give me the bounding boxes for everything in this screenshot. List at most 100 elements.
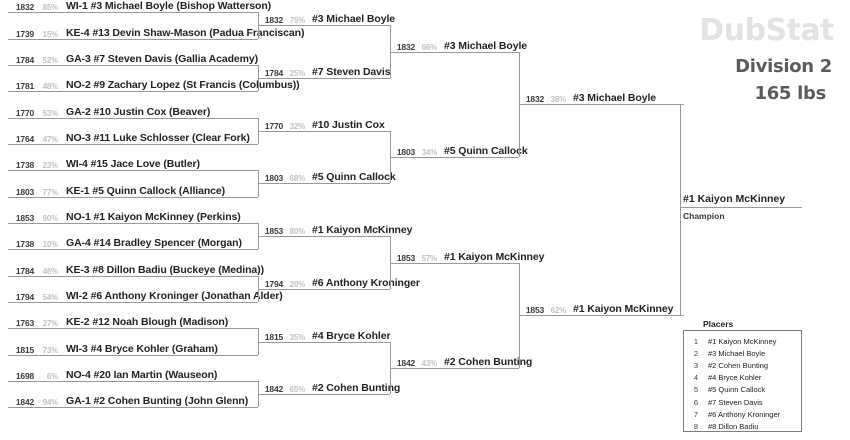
placer-name[interactable]: #5 Quinn Callock	[708, 385, 766, 395]
placer-row[interactable]: 3#2 Cohen Bunting	[684, 359, 801, 371]
wrestler-name[interactable]: #3 Michael Boyle	[573, 92, 657, 105]
slot-underline	[8, 38, 251, 40]
wrestler-name[interactable]: NO-1 #1 Kaiyon McKinney (Perkins)	[66, 211, 241, 223]
placer-position: 2	[693, 348, 699, 358]
wrestler-name[interactable]: WI-2 #6 Anthony Kroninger (Jonathan Alde…	[66, 290, 283, 303]
wrestler-name[interactable]: #1 Kaiyon McKinney	[444, 250, 545, 263]
slot-underline	[8, 117, 251, 119]
placer-row[interactable]: 8 #8 Dillon Badiu	[684, 420, 801, 432]
wrestler-name[interactable]: GA-2 #10 Justin Cox (Beaver)	[66, 105, 211, 118]
wrestler-name[interactable]: #1 Kaiyon McKinney	[312, 224, 413, 237]
wrestler-name[interactable]: KE-4 #13 Devin Shaw-Mason (Padua Francis…	[66, 26, 305, 39]
wrestler-name[interactable]: KE-3 #8 Dillon Badiu (Buckeye (Medina))	[66, 263, 264, 276]
placer-name[interactable]: #7 Steven Davis	[708, 397, 763, 407]
placer-position: 7	[693, 409, 699, 419]
wrestler-name[interactable]: #3 Michael Boyle	[312, 13, 396, 26]
wrestler-name[interactable]: #5 Quinn Callock	[312, 171, 396, 184]
placer-row[interactable]: 2 #3 Michael Boyle	[684, 347, 801, 359]
win-probability: 73%	[42, 345, 59, 355]
wrestler-name[interactable]: #4 Bryce Kohler	[312, 329, 391, 342]
placer-name[interactable]: #2 Cohen Bunting	[708, 360, 769, 370]
placer-name[interactable]: #6 Anthony Kroninger	[708, 409, 781, 419]
placer-name[interactable]: #1 Kaiyon McKinney	[708, 336, 777, 346]
connector-horizontal	[390, 51, 391, 53]
wrestler-name[interactable]: WI-4 #15 Jace Love (Butler)	[66, 158, 200, 171]
placer-name[interactable]: #8 Dillon Badiu	[708, 421, 759, 431]
connector-horizontal	[251, 407, 258, 409]
wrestler-name[interactable]: #10 Justin Cox	[312, 118, 385, 131]
placer-name[interactable]: #3 Michael Boyle	[708, 348, 766, 358]
slot-underline	[390, 262, 518, 264]
slot-underline	[8, 275, 251, 277]
wrestler-name[interactable]: #2 Cohen Bunting	[312, 382, 401, 395]
placer-row[interactable]: 7 #6 Anthony Kroninger	[684, 408, 801, 420]
wrestler-rating: 1842	[15, 397, 34, 408]
wrestler-name[interactable]: #1 Kaiyon McKinney	[573, 303, 674, 316]
wrestler-rating: 1739	[15, 28, 34, 39]
placer-position: 8	[693, 421, 699, 431]
wrestler-name[interactable]: GA-4 #14 Bradley Spencer (Morgan)	[66, 237, 242, 250]
wrestler-rating: 1853	[396, 252, 415, 263]
placer-row[interactable]: 4#4 Bryce Kohler	[684, 372, 801, 384]
wrestler-name[interactable]: NO-2 #9 Zachary Lopez (St Francis (Colum…	[66, 79, 300, 92]
wrestler-rating: 1803	[264, 173, 283, 184]
slot-underline	[8, 12, 251, 14]
wrestler-name[interactable]: NO-3 #11 Luke Schlosser (Clear Fork)	[66, 131, 250, 144]
wrestler-name[interactable]: #2 Cohen Bunting	[444, 355, 533, 368]
wrestler-rating: 1832	[264, 15, 283, 26]
wrestler-name[interactable]: WI-1 #3 Michael Boyle (Bishop Watterson)	[66, 0, 272, 13]
placer-row[interactable]: 5#5 Quinn Callock	[684, 384, 801, 396]
wrestler-name[interactable]: #5 Quinn Callock	[444, 145, 528, 158]
wrestler-name[interactable]: NO-4 #20 Ian Martin (Wauseon)	[66, 369, 218, 382]
wrestler-name[interactable]: WI-3 #4 Bryce Kohler (Graham)	[66, 342, 218, 355]
wrestler-name[interactable]: KE-1 #5 Quinn Callock (Alliance)	[66, 184, 226, 197]
wrestler-name[interactable]: #6 Anthony Kroninger	[312, 276, 420, 289]
connector-horizontal	[390, 157, 391, 159]
win-probability: 47%	[42, 134, 59, 144]
connector-horizontal	[258, 25, 259, 27]
wrestler-name[interactable]: GA-3 #7 Steven Davis (Gallia Academy)	[66, 52, 258, 65]
wrestler-name[interactable]: #7 Steven Davis	[312, 66, 391, 79]
wrestler-name[interactable]: #3 Michael Boyle	[444, 39, 528, 52]
slot-underline	[8, 328, 251, 330]
placer-name[interactable]: #4 Bryce Kohler	[708, 373, 762, 383]
placer-row[interactable]: 1#1 Kaiyon McKinney	[684, 335, 801, 347]
connector-horizontal	[258, 236, 259, 238]
wrestler-name[interactable]: GA-1 #2 Cohen Bunting (John Glenn)	[66, 395, 249, 408]
slot-underline	[8, 354, 251, 356]
placer-row[interactable]: 6#7 Steven Davis	[684, 396, 801, 408]
connector-horizontal	[251, 328, 258, 330]
wrestler-name[interactable]: KE-2 #12 Noah Blough (Madison)	[66, 316, 229, 329]
connector-horizontal	[519, 315, 520, 317]
